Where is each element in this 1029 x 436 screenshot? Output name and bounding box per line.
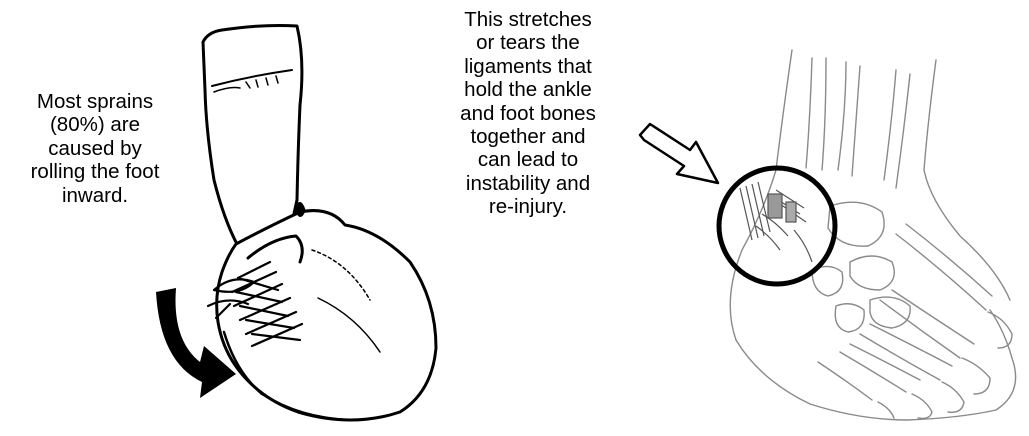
torn-ligament-detail [740, 182, 812, 262]
foot-bones-drawing [730, 50, 1015, 420]
hollow-arrow-icon [640, 124, 718, 183]
rolled-shoe-drawing [203, 26, 436, 421]
ligament-highlight-circle [719, 168, 835, 284]
